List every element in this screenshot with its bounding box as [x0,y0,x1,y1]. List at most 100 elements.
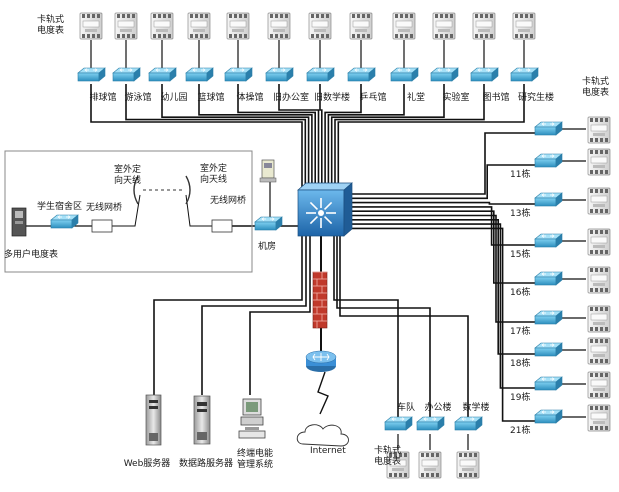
meter-icon [587,266,611,294]
meter-label-bottom-1: 卡轨式 [374,444,401,456]
meter-icon [432,12,456,40]
right-building-label: 13栋 [510,207,530,219]
right-building-label: 11栋 [510,168,530,180]
top-building-label: 研究生楼 [518,91,554,103]
device-nodes [11,12,611,479]
switch-icon [534,153,563,168]
switch-icon [510,67,539,82]
top-building-label: 礼堂 [407,91,425,103]
text-labels: 卡轨式 电度表 卡轨式 电度表 卡轨式 电度表 机房 Internet 学生宿舍… [4,13,609,470]
switch-icon [534,233,563,248]
right-cable [344,201,536,205]
lightning-icon [317,371,329,415]
switch-icon [224,67,253,82]
switch-icon [390,67,419,82]
meter-icon [386,451,410,479]
meter-icon [392,12,416,40]
dorm-area-frame [4,150,253,273]
wireless-bridge-icon [211,219,233,233]
right-cable [344,223,536,389]
antenna-left-label-1: 室外定 [114,163,141,175]
server-cable [153,236,303,395]
switch-icon [306,67,335,82]
switch-icon [347,67,376,82]
right-building-label: 18栋 [510,357,530,369]
meter-icon [587,187,611,215]
cable-lines [25,40,586,450]
right-cable [344,206,536,246]
meter-icon [587,116,611,144]
switch-icon [416,416,445,431]
top-cable [278,84,320,190]
top-cable [327,84,405,190]
switch-icon [254,216,283,231]
antenna-right-label-1: 室外定 [200,162,227,174]
right-cable [344,132,536,195]
server-label: 管理系统 [237,458,273,470]
switch-icon [534,342,563,357]
switch-icon [430,67,459,82]
core-switch-icon [297,182,353,237]
meter-icon [114,12,138,40]
meter-label-top-2: 电度表 [37,24,64,36]
top-building-label: 游泳馆 [124,91,151,103]
bottom-building-label: 数学楼 [462,401,489,413]
right-cable [344,164,536,200]
meter-icon [349,12,373,40]
server-cable [201,236,307,395]
top-cable [319,84,323,190]
firewall-icon [312,271,328,329]
meter-icon [150,12,174,40]
meter-label-right-2: 电度表 [582,86,609,98]
meter-icon [587,371,611,399]
antenna-right-label-2: 向天线 [200,173,227,185]
internet-label: Internet [310,446,346,456]
bottom-building-label: 车队 [397,401,415,413]
switch-icon [534,192,563,207]
bridge-left-label: 无线网桥 [86,201,122,213]
meter-icon [587,148,611,176]
server-label: 数据路服务器 [179,457,233,469]
meter-label-right-1: 卡轨式 [582,75,609,87]
meter-label-top-1: 卡轨式 [37,13,64,25]
server-cable [249,236,311,395]
top-building-label: 排球馆 [89,91,116,103]
server-icon [193,395,211,445]
meter-icon [418,451,442,479]
meter-icon [226,12,250,40]
right-building-label: 15栋 [510,248,530,260]
meter-icon [79,12,103,40]
right-cable [344,219,536,355]
phone-icon [259,159,277,183]
switch-icon [534,121,563,136]
dorm-cable [112,194,141,227]
top-building-label: 图书馆 [482,91,509,103]
top-cable [330,84,445,190]
meter-icon [187,12,211,40]
top-cable [324,84,362,190]
switch-icon [534,409,563,424]
switch-icon [265,67,294,82]
meter-icon [587,228,611,256]
multi-user-meter-label: 多用户电度表 [4,248,58,260]
bottom-cable [339,236,469,420]
top-building-label: 体操馆 [236,91,263,103]
machine-room-label: 机房 [258,240,276,252]
right-building-label: 17栋 [510,325,530,337]
antenna-icon [185,175,191,205]
top-cable [337,84,525,190]
switch-icon [50,214,79,229]
right-cable [344,227,536,422]
pc-icon [238,398,266,439]
top-cable [334,84,485,190]
top-cable [237,84,317,190]
top-cable [90,84,303,190]
router-icon [305,350,337,372]
top-cable [198,84,313,190]
top-cable [161,84,310,190]
meter-icon [512,12,536,40]
meter-icon [456,451,480,479]
switch-icon [384,416,413,431]
bottom-building-label: 办公楼 [424,401,451,413]
